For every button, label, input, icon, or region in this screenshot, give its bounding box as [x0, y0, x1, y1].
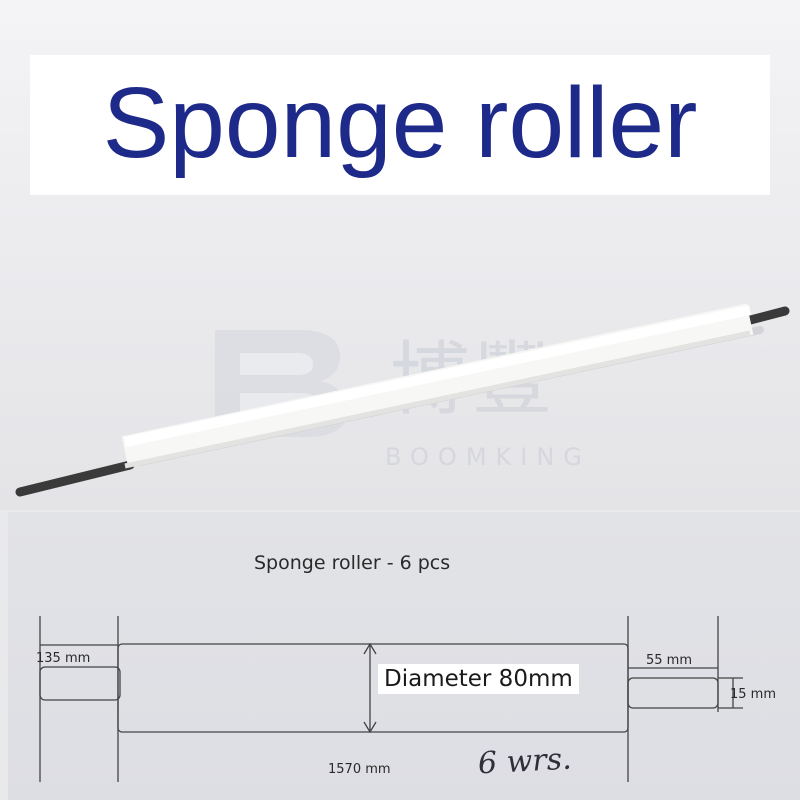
drawing-heading: Sponge roller - 6 pcs	[254, 552, 451, 574]
left-shaft-outline	[39, 666, 121, 701]
roller-diameter-label: Diameter 80mm	[378, 664, 579, 694]
roller-length-label: 1570 mm	[328, 762, 391, 777]
handwritten-note: 6 wrs.	[477, 741, 573, 782]
shaft-left	[15, 460, 135, 497]
shaft-diameter-label: 15 mm	[730, 687, 777, 702]
right-shaft-length-label: 55 mm	[646, 653, 693, 668]
left-shaft-length-label: 135 mm	[36, 651, 91, 666]
product-photo: Sponge roller 博豐 BOOMKING	[0, 0, 800, 510]
roller-illustration	[15, 303, 790, 497]
drawing-lines	[39, 616, 743, 782]
sponge-underside	[124, 330, 751, 469]
product-title: Sponge roller	[102, 67, 698, 179]
sponge-body	[121, 303, 754, 468]
right-shaft-outline	[627, 677, 719, 709]
sponge-highlight	[123, 305, 752, 447]
title-banner: Sponge roller	[30, 55, 770, 195]
technical-drawing: Sponge roller - 6 pcs 135 mm 55 mm 15 mm…	[8, 512, 800, 800]
watermark-english-text: BOOMKING	[385, 443, 591, 471]
